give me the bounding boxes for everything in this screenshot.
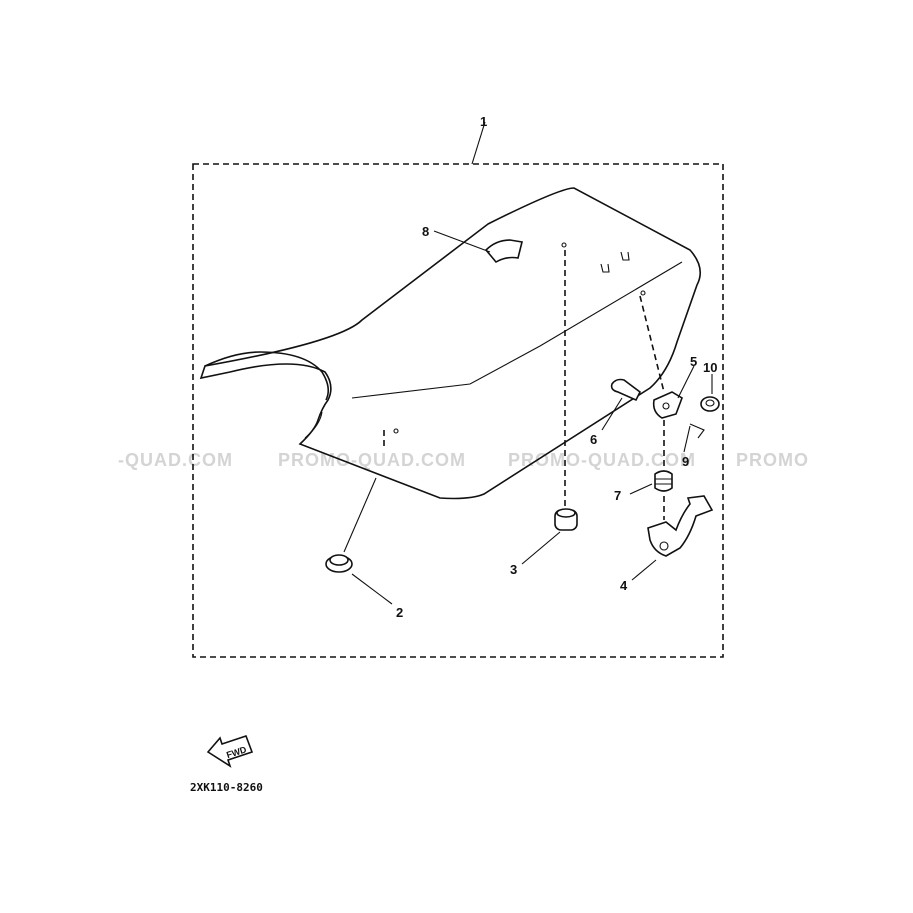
nut-hole-icon <box>705 399 715 407</box>
part-label-6: 6 <box>590 432 597 447</box>
spring-icon <box>654 470 673 492</box>
leader-line-5 <box>677 365 695 399</box>
seat-front-lip <box>304 411 323 439</box>
assembly-boundary-box <box>192 163 724 658</box>
seat-assembly <box>199 187 702 500</box>
seat-mark-d <box>640 290 646 296</box>
latch-icon <box>647 495 714 557</box>
forward-arrow-icon: FWD <box>206 734 254 768</box>
strap-icon <box>484 239 523 264</box>
nut-icon <box>700 396 720 412</box>
leader-line-1 <box>471 121 486 165</box>
lock-plate-icon <box>652 391 683 419</box>
seat-mark-c <box>561 242 567 248</box>
plate-hole-icon <box>662 402 670 410</box>
seat-mark-a <box>600 263 610 273</box>
part-label-9: 9 <box>682 454 689 469</box>
part-label-2: 2 <box>396 605 403 620</box>
part-label-10: 10 <box>703 360 717 375</box>
fwd-arrow-shape <box>206 734 254 768</box>
part-label-3: 3 <box>510 562 517 577</box>
dashed-guide-lock <box>639 295 665 393</box>
seat-top-crease <box>351 261 683 399</box>
watermark-3: PROMO-QUAD.COM <box>508 450 696 470</box>
part-label-1: 1 <box>480 114 487 129</box>
part-label-7: 7 <box>614 488 621 503</box>
part-8-strap: 8 <box>422 224 523 264</box>
seat-front-edge <box>204 351 330 401</box>
part-label-4: 4 <box>620 578 628 593</box>
rear-damper-top-icon <box>556 508 576 518</box>
part-label-8: 8 <box>422 224 429 239</box>
latch-hole-icon <box>659 541 669 551</box>
leader-line-7 <box>629 483 653 495</box>
seat-lock-assembly: 6 5 10 9 7 4 <box>590 295 720 593</box>
leader-line-2b <box>351 573 393 605</box>
lock-pin-icon <box>610 378 642 402</box>
leader-line-8 <box>433 230 491 253</box>
watermark-2: PROMO-QUAD.COM <box>278 450 466 470</box>
spring-coils <box>655 478 672 485</box>
leader-line-2a <box>343 477 377 553</box>
part-3-damper: 3 <box>510 250 578 577</box>
watermark-1: -QUAD.COM <box>118 450 233 470</box>
seat-outline <box>199 187 702 500</box>
part-2-damper: 2 <box>325 430 403 620</box>
clip-icon <box>689 423 705 439</box>
damper-top-icon <box>329 554 349 566</box>
leader-line-6 <box>601 397 623 431</box>
seat-mark-e <box>393 428 399 434</box>
seat-mark-b <box>620 251 630 261</box>
leader-line-4 <box>631 559 657 581</box>
watermark-4: PROMO <box>736 450 809 470</box>
drawing-code: 2XK110-8260 <box>190 781 263 794</box>
leader-line-3 <box>521 531 561 565</box>
leader-line-9 <box>683 425 691 453</box>
part-label-5: 5 <box>690 354 697 369</box>
watermark-strip: -QUAD.COM PROMO-QUAD.COM PROMO-QUAD.COM … <box>118 450 809 470</box>
